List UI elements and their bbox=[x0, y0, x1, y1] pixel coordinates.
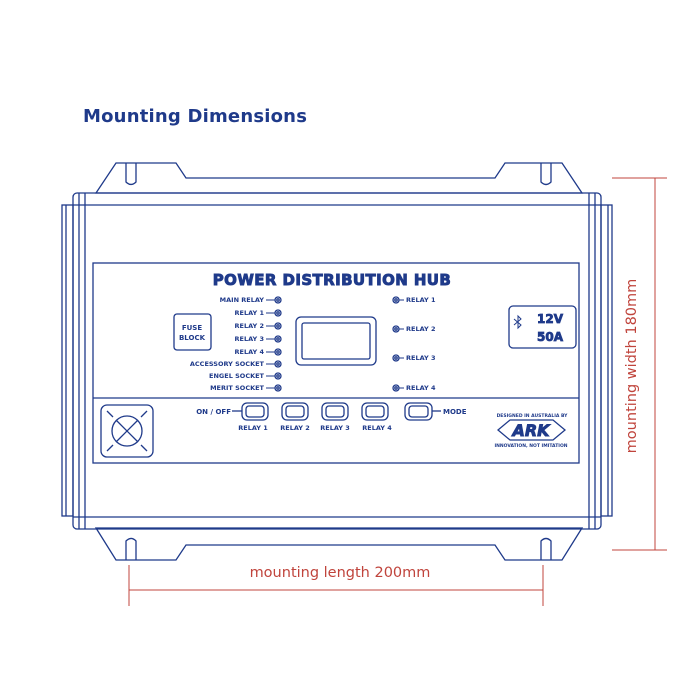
current-label: 50A bbox=[537, 330, 564, 344]
relay-button-label: RELAY 1 bbox=[238, 424, 268, 432]
fuse-label: FUSE bbox=[182, 324, 203, 332]
relay-button-label: RELAY 4 bbox=[362, 424, 392, 432]
width-dimension-label: mounting width 180mm bbox=[624, 279, 640, 454]
relay-button-label: RELAY 2 bbox=[280, 424, 310, 432]
right-led-column bbox=[392, 296, 400, 392]
voltage-label: 12V bbox=[537, 312, 564, 326]
indicator-label: RELAY 1 bbox=[406, 296, 436, 304]
indicator-label: RELAY 2 bbox=[406, 325, 436, 333]
relay-4-button[interactable] bbox=[361, 402, 389, 421]
bottom-mounting-flange bbox=[94, 527, 584, 561]
on-off-label: ON / OFF bbox=[196, 408, 231, 416]
relay-2-button[interactable] bbox=[281, 402, 309, 421]
left-led-column bbox=[274, 296, 282, 392]
device-title: POWER DISTRIBUTION HUB bbox=[213, 271, 451, 289]
indicator-label: RELAY 3 bbox=[406, 354, 436, 362]
indicator-label: RELAY 1 bbox=[235, 309, 265, 317]
indicator-label: ACCESSORY SOCKET bbox=[190, 360, 265, 368]
indicator-label: MAIN RELAY bbox=[220, 296, 265, 304]
fuse-block-box bbox=[173, 313, 212, 351]
relay-button-label: RELAY 3 bbox=[320, 424, 350, 432]
front-panel bbox=[92, 262, 580, 464]
top-mounting-flange bbox=[94, 162, 584, 194]
block-label: BLOCK bbox=[179, 334, 206, 342]
indicator-label: RELAY 4 bbox=[235, 348, 265, 356]
indicator-label: RELAY 3 bbox=[235, 335, 265, 343]
indicator-label: ENGEL SOCKET bbox=[209, 372, 265, 380]
mode-label: MODE bbox=[443, 408, 467, 416]
brand-name: ARK bbox=[510, 421, 551, 440]
left-indicator-labels: MAIN RELAY RELAY 1 RELAY 2 RELAY 3 RELAY… bbox=[190, 296, 265, 392]
length-dimension-label: mounting length 200mm bbox=[250, 565, 431, 581]
right-indicator-labels: RELAY 1 RELAY 2 RELAY 3 RELAY 4 bbox=[406, 296, 436, 392]
indicator-label: MERIT SOCKET bbox=[210, 384, 264, 392]
emblem-icon bbox=[100, 404, 154, 458]
indicator-label: RELAY 4 bbox=[406, 384, 436, 392]
device-body bbox=[72, 192, 602, 530]
ark-logo-outline bbox=[496, 419, 567, 441]
indicator-label: RELAY 2 bbox=[235, 322, 265, 330]
bluetooth-icon bbox=[513, 314, 522, 330]
rating-badge bbox=[508, 305, 577, 349]
brand-slogan: INNOVATION, NOT IMITATION bbox=[494, 443, 567, 449]
brand-tagline: DESIGNED IN AUSTRALIA BY bbox=[497, 413, 569, 419]
display-screen bbox=[295, 316, 377, 366]
relay-3-button[interactable] bbox=[321, 402, 349, 421]
page-heading: Mounting Dimensions bbox=[83, 106, 308, 127]
